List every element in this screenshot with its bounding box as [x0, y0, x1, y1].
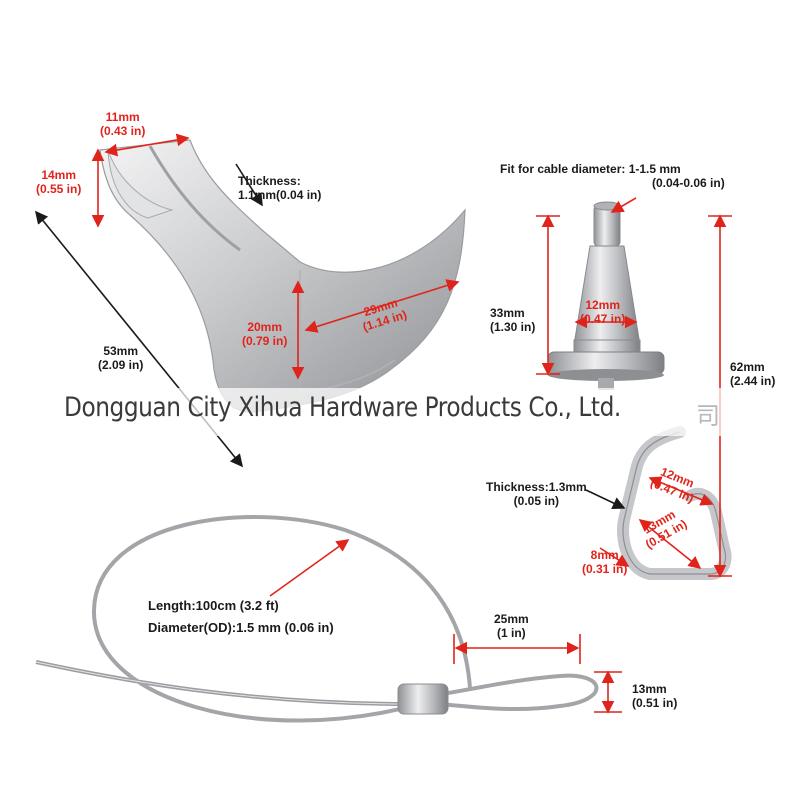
gripper-dimensions	[536, 197, 732, 578]
gripper-fit-label: Fit for cable diameter: 1-1.5 mm(0.04-0.…	[500, 162, 725, 190]
gripper-hook-thickness-label: Thickness:1.3mm(0.05 in)	[486, 480, 587, 508]
hook-thickness-label: Thickness:1.1mm(0.04 in)	[238, 174, 322, 202]
gripper-total-height-label: 62mm(2.44 in)	[730, 360, 776, 388]
cable-gripper	[547, 201, 732, 580]
cable-dimensions	[269, 539, 622, 714]
hook-top-height-label: 14mm(0.55 in)	[36, 168, 82, 196]
watermark-trailing-char: 司	[696, 402, 720, 430]
gripper-body-height-label: 33mm(1.30 in)	[490, 306, 536, 334]
hook-top-width-label: 11mm(0.43 in)	[100, 110, 146, 138]
watermark-band	[0, 388, 800, 436]
cable-loop-height-label: 13mm(0.51 in)	[632, 682, 678, 710]
cable-loop-width-label: 25mm(1 in)	[494, 612, 529, 640]
hook-length-label: 53mm(2.09 in)	[98, 344, 144, 372]
wire-cable	[35, 515, 599, 723]
cable-spec-label: Length:100cm (3.2 ft)Diameter(OD):1.5 mm…	[148, 598, 334, 635]
hook-slot-height-label: 20mm(0.79 in)	[242, 320, 288, 348]
gripper-body-width-label: 12mm(0.47 in)	[580, 298, 626, 326]
gripper-hook-tip-label: 8mm(0.31 in)	[582, 548, 628, 576]
watermark-company-name: Dongguan City Xihua Hardware Products Co…	[64, 392, 621, 423]
